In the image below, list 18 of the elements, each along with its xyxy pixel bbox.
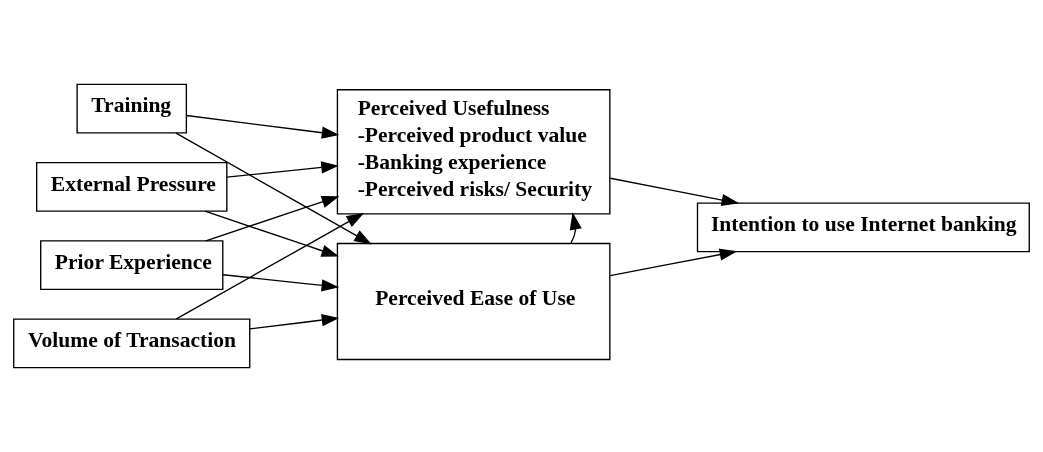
node-box: Prior Experience bbox=[40, 240, 224, 291]
arrow bbox=[222, 274, 340, 292]
arrow bbox=[569, 212, 582, 244]
arrow bbox=[609, 177, 740, 207]
node-box: Perceived Ease of Use bbox=[336, 242, 611, 361]
node-box: Training bbox=[76, 83, 188, 134]
arrow bbox=[249, 313, 340, 330]
node-box: Volume of Transaction bbox=[13, 318, 251, 369]
arrow bbox=[175, 212, 365, 320]
node-box: Intention to use Internet banking bbox=[696, 202, 1030, 253]
arrow bbox=[185, 114, 340, 139]
arrow bbox=[226, 161, 339, 178]
node-box: External Pressure bbox=[36, 161, 228, 212]
arrow bbox=[175, 132, 372, 245]
arrow bbox=[205, 195, 340, 242]
arrow bbox=[609, 248, 738, 277]
node-box: Perceived Usefulness -Perceived product value -Banking experience -Perceived risks/ Security bbox=[336, 89, 611, 215]
arrow bbox=[204, 210, 340, 257]
